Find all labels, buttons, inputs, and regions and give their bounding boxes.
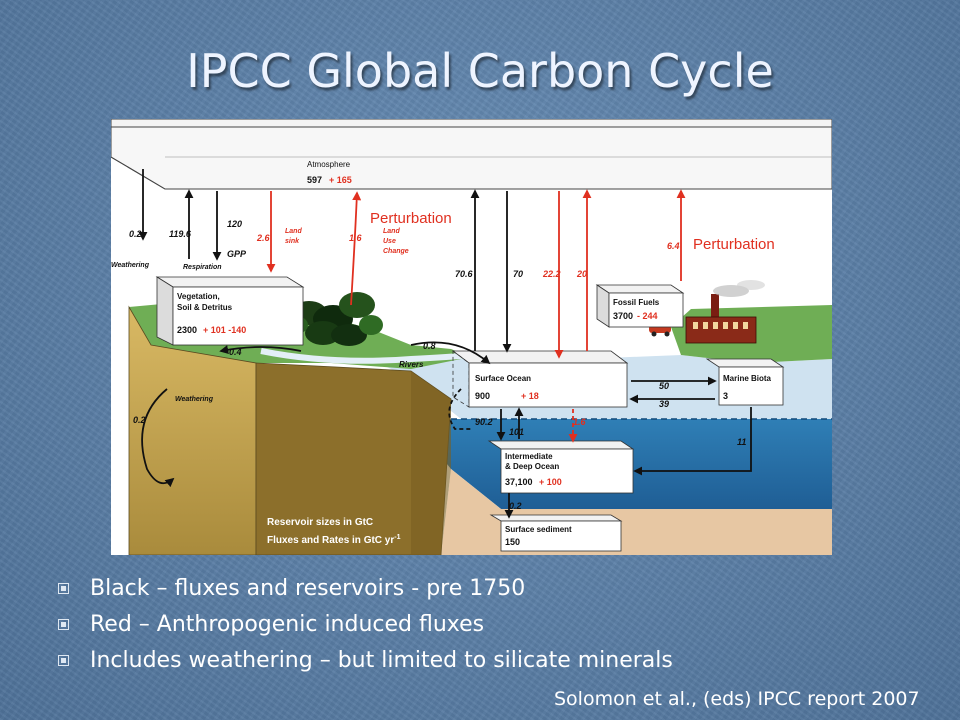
- land-use-value: 1.6: [349, 233, 363, 243]
- ocean-loop-arrow: [448, 388, 471, 430]
- atmosphere-label: Atmosphere: [307, 160, 351, 169]
- ocean-up-value: 70.6: [455, 269, 474, 279]
- bullet-list: Black – fluxes and reservoirs - pre 1750…: [58, 570, 673, 678]
- land-sink-value: 2.6: [256, 233, 271, 243]
- fossil-reservoir: [595, 284, 685, 328]
- square-bullet-icon: [58, 654, 69, 666]
- atmosphere-anthro: + 165: [329, 175, 352, 185]
- fossil-base: 3700: [613, 311, 633, 321]
- sediment-base: 150: [505, 537, 520, 547]
- weathering-top-value: 0.2: [129, 229, 142, 239]
- factory-icon: [685, 280, 765, 344]
- deep-anthro-value: 1.6: [573, 417, 587, 427]
- atmosphere-base: 597: [307, 175, 322, 185]
- land-use-arrow: [350, 191, 362, 306]
- marine-biota-reservoir: [705, 358, 785, 406]
- land-use-label-2: Use: [383, 238, 396, 245]
- weathering-low-value: 0.2: [133, 415, 146, 425]
- slide-title: IPCC Global Carbon Cycle: [186, 44, 774, 98]
- land-use-label-1: Land: [383, 228, 400, 235]
- marine-biota-label: Marine Biota: [723, 374, 772, 383]
- legend-line-1: Reservoir sizes in GtC: [267, 517, 373, 528]
- citation: Solomon et al., (eds) IPCC report 2007: [554, 688, 920, 710]
- rivers-label: Rivers: [399, 360, 424, 369]
- rivers-arrow: [410, 341, 491, 365]
- fossil-label: Fossil Fuels: [613, 298, 660, 307]
- vegetation-label-2: Soil & Detritus: [177, 303, 233, 312]
- ocean-anthro-up-value: 20: [576, 269, 587, 279]
- bullet-item: Red – Anthropogenic induced fluxes: [58, 606, 673, 642]
- sediment-flux-value: 0.2: [509, 501, 522, 511]
- biota-in-value: 50: [659, 381, 669, 391]
- bullet-item: Includes weathering – but limited to sil…: [58, 642, 673, 678]
- respiration-value: 119.6: [169, 229, 192, 239]
- vegetation-base: 2300: [177, 325, 197, 335]
- export-arrow: [633, 407, 752, 476]
- perturbation-label-2: Perturbation: [693, 236, 775, 253]
- rivers-value: 0.8: [423, 341, 436, 351]
- surface-ocean-label: Surface Ocean: [475, 374, 531, 383]
- legend-line-2-sup: -1: [394, 534, 400, 541]
- land-sink-label-1: Land: [285, 228, 302, 235]
- deep-ocean-reservoir: [487, 440, 635, 494]
- bullet-text: Includes weathering – but limited to sil…: [90, 647, 673, 673]
- biota-out-value: 39: [659, 399, 669, 409]
- square-bullet-icon: [58, 618, 69, 630]
- vegetation-anthro: + 101 -140: [203, 325, 246, 335]
- respiration-label: Respiration: [183, 264, 222, 271]
- sediment-label: Surface sediment: [505, 525, 572, 534]
- square-bullet-icon: [58, 582, 69, 594]
- soil-weathering-value: 0.4: [229, 347, 242, 357]
- weathering-low-label: Weathering: [175, 396, 214, 403]
- upwelling-value: 101: [509, 427, 524, 437]
- legend-line-2: Fluxes and Rates in GtC yr: [267, 535, 394, 546]
- perturbation-label-1: Perturbation: [370, 210, 452, 227]
- land-use-label-3: Change: [383, 248, 409, 255]
- surface-ocean-anthro: + 18: [521, 391, 539, 401]
- weathering-low-arrow: [141, 388, 175, 488]
- legend-line-2-wrapper: Fluxes and Rates in GtC yr-1: [267, 534, 401, 546]
- ocean-anthro-down-value: 22.2: [542, 269, 561, 279]
- vegetation-label-1: Vegetation,: [177, 292, 220, 301]
- downwelling-value: 90.2: [475, 417, 493, 427]
- gpp-value: 120: [227, 219, 242, 229]
- deep-ocean-label-2: & Deep Ocean: [505, 462, 559, 471]
- soil-weathering-arrow: [219, 345, 302, 355]
- deep-ocean-label-1: Intermediate: [505, 452, 553, 461]
- atmosphere-slab: [111, 126, 832, 190]
- bullet-text: Black – fluxes and reservoirs - pre 1750: [90, 575, 526, 601]
- land-sink-label-2: sink: [285, 238, 300, 245]
- bullet-text: Red – Anthropogenic induced fluxes: [90, 611, 485, 637]
- surface-ocean-base: 900: [475, 391, 490, 401]
- gpp-label: GPP: [227, 249, 247, 259]
- ocean-down-value: 70: [513, 269, 523, 279]
- surface-ocean-reservoir: [451, 350, 629, 408]
- fossil-anthro: - 244: [637, 311, 658, 321]
- fossil-flux-value: 6.4: [667, 241, 680, 251]
- weathering-top-label: Weathering: [111, 262, 150, 269]
- bullet-item: Black – fluxes and reservoirs - pre 1750: [58, 570, 673, 606]
- deep-ocean-anthro: + 100: [539, 477, 562, 487]
- vegetation-reservoir: [155, 276, 305, 346]
- deep-ocean-base: 37,100: [505, 477, 533, 487]
- atmosphere-slab-top: [111, 119, 832, 128]
- sediment-reservoir: [489, 514, 623, 552]
- export-value: 11: [737, 437, 746, 447]
- carbon-cycle-diagram: Atmosphere 597 + 165 Perturbation Pertur…: [111, 119, 832, 555]
- marine-biota-base: 3: [723, 391, 728, 401]
